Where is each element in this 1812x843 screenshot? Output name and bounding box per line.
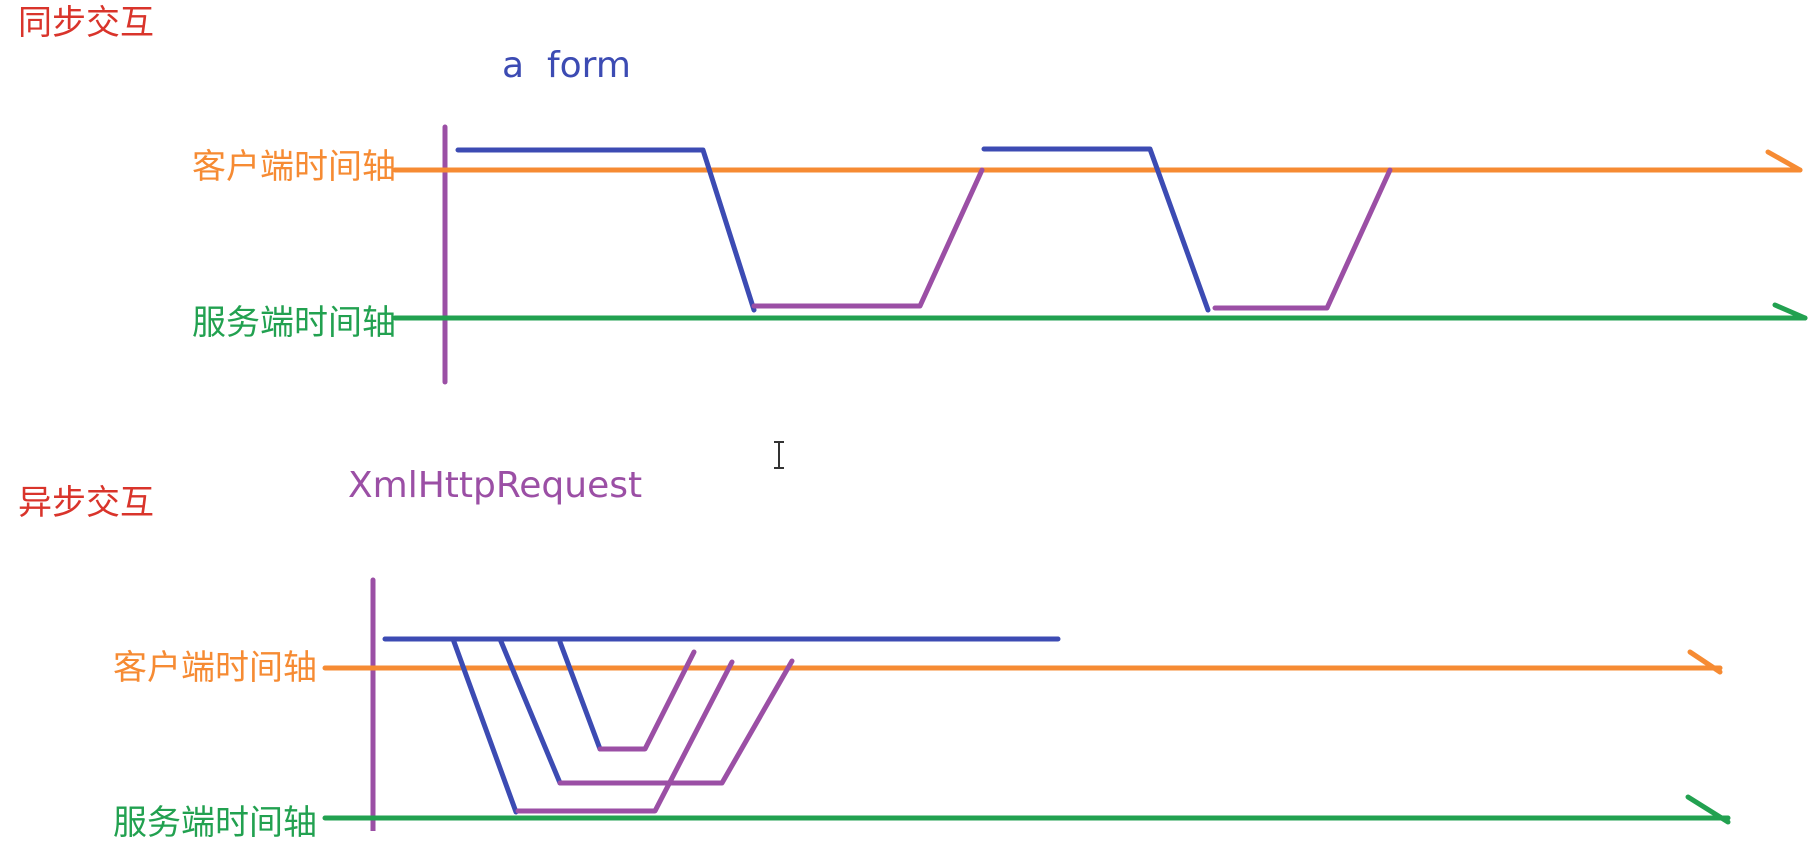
async-server-axis-label: 服务端时间轴: [113, 803, 317, 843]
sync-server-axis-label: 服务端时间轴: [192, 303, 396, 343]
sync-response-2: [1212, 167, 1393, 311]
async-request-3: [557, 639, 603, 752]
sync-mechanism-label: a form: [502, 45, 631, 86]
text-cursor-icon: [774, 441, 784, 469]
async-section-title: 异步交互: [18, 483, 154, 523]
async-request-2: [497, 636, 563, 786]
sync-client-axis-arrowhead: [1765, 149, 1803, 173]
async-client-axis-arrowhead: [1687, 649, 1723, 675]
sync-response-1: [751, 167, 985, 309]
sync-section-title: 同步交互: [18, 3, 154, 43]
async-mechanism-label: XmlHttpRequest: [348, 465, 643, 506]
async-diagram: [322, 577, 1731, 831]
sync-server-axis-arrowhead: [1772, 302, 1808, 321]
async-server-axis-arrowhead: [1685, 794, 1731, 825]
async-response-1: [515, 659, 735, 814]
async-client-axis-label: 客户端时间轴: [113, 648, 317, 688]
sync-diagram: [392, 124, 1808, 385]
sync-request-1: [455, 147, 757, 313]
async-response-3: [597, 649, 697, 752]
sync-request-2: [981, 146, 1211, 313]
async-request-1: [450, 636, 519, 815]
sync-client-axis-label: 客户端时间轴: [192, 147, 396, 187]
async-response-2: [557, 658, 795, 786]
